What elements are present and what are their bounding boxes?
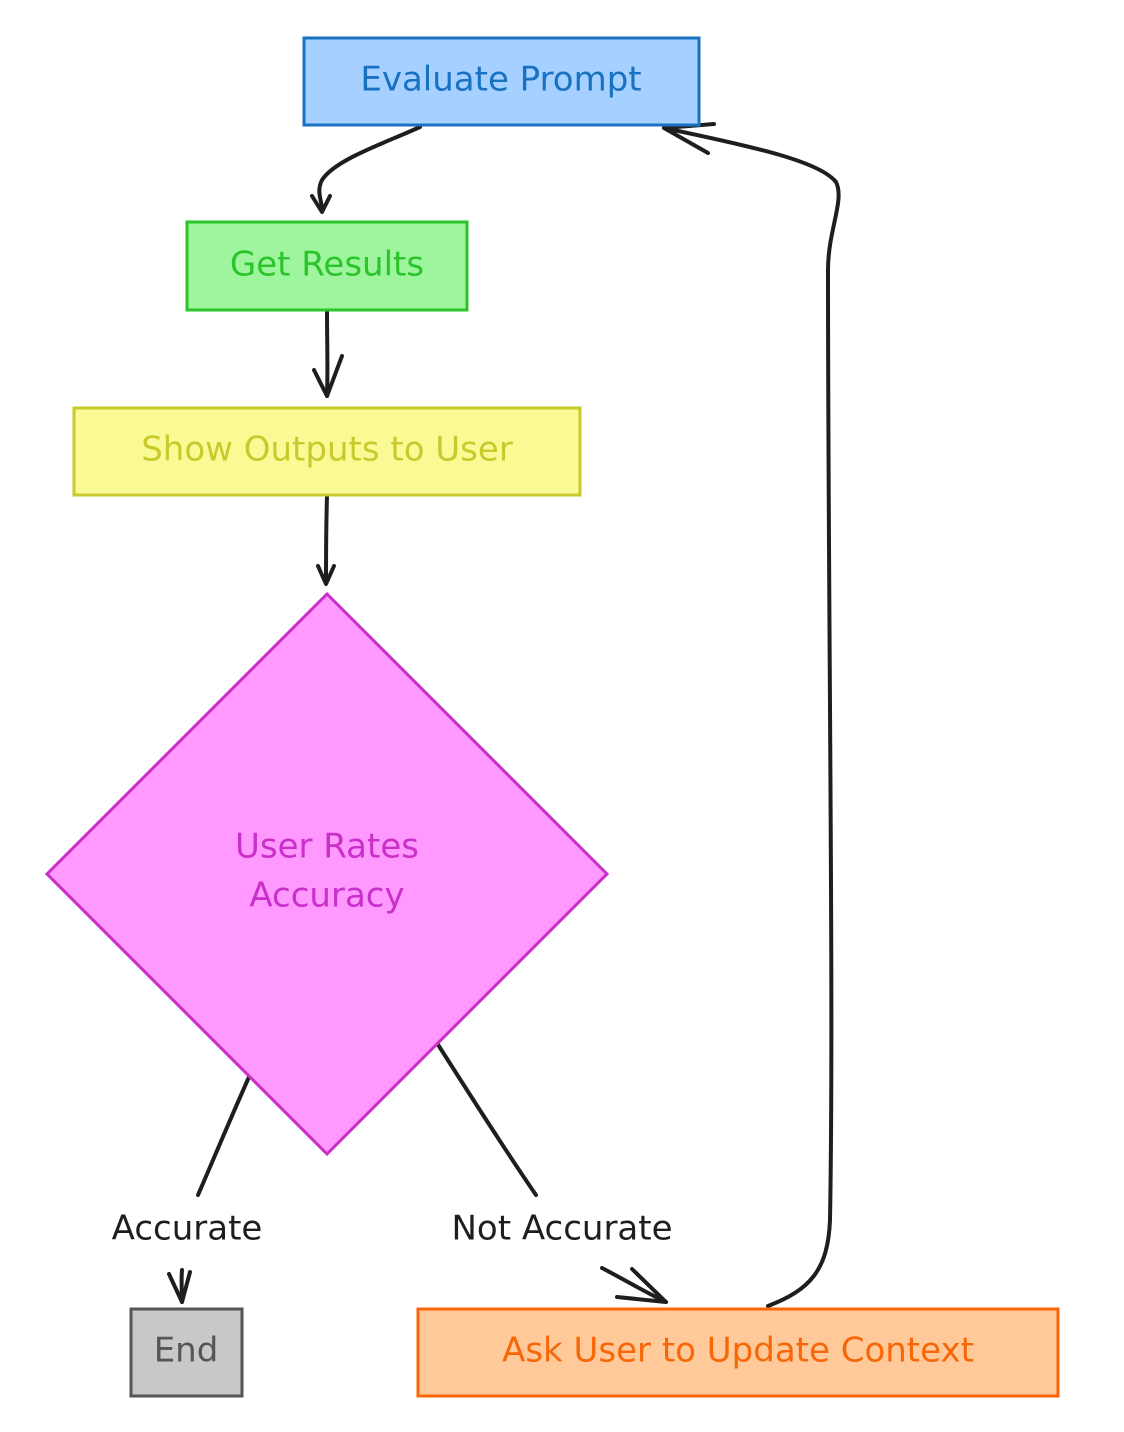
edge-rating-to-not-accurate bbox=[437, 1043, 536, 1195]
show-outputs-label: Show Outputs to User bbox=[141, 430, 513, 470]
edge-evaluate-to-results bbox=[319, 127, 420, 210]
node-ask-user-update-context: Ask User to Update Context bbox=[418, 1309, 1058, 1396]
user-rates-label-line1: User Rates bbox=[235, 827, 419, 867]
edge-accurate-to-end-arrowhead bbox=[169, 1272, 190, 1302]
edge-rating-to-accurate bbox=[198, 1077, 249, 1195]
edge-outputs-to-rating bbox=[326, 496, 327, 583]
node-get-results: Get Results bbox=[187, 222, 467, 310]
user-rates-label-line2: Accuracy bbox=[249, 876, 404, 916]
edge-not-accurate-to-ask-arrowhead bbox=[617, 1269, 666, 1302]
node-end: End bbox=[131, 1309, 242, 1396]
node-show-outputs: Show Outputs to User bbox=[74, 408, 580, 495]
evaluate-prompt-label: Evaluate Prompt bbox=[360, 60, 641, 100]
get-results-label: Get Results bbox=[230, 245, 424, 285]
ask-user-label: Ask User to Update Context bbox=[502, 1331, 974, 1371]
edge-label-not-accurate: Not Accurate bbox=[451, 1209, 672, 1249]
user-rates-decision-diamond bbox=[47, 594, 607, 1154]
edge-ask-to-evaluate bbox=[664, 128, 839, 1306]
node-evaluate-prompt: Evaluate Prompt bbox=[304, 38, 699, 125]
end-label: End bbox=[154, 1331, 219, 1371]
edge-label-accurate: Accurate bbox=[112, 1209, 263, 1249]
node-user-rates-accuracy: User Rates Accuracy bbox=[47, 594, 607, 1154]
